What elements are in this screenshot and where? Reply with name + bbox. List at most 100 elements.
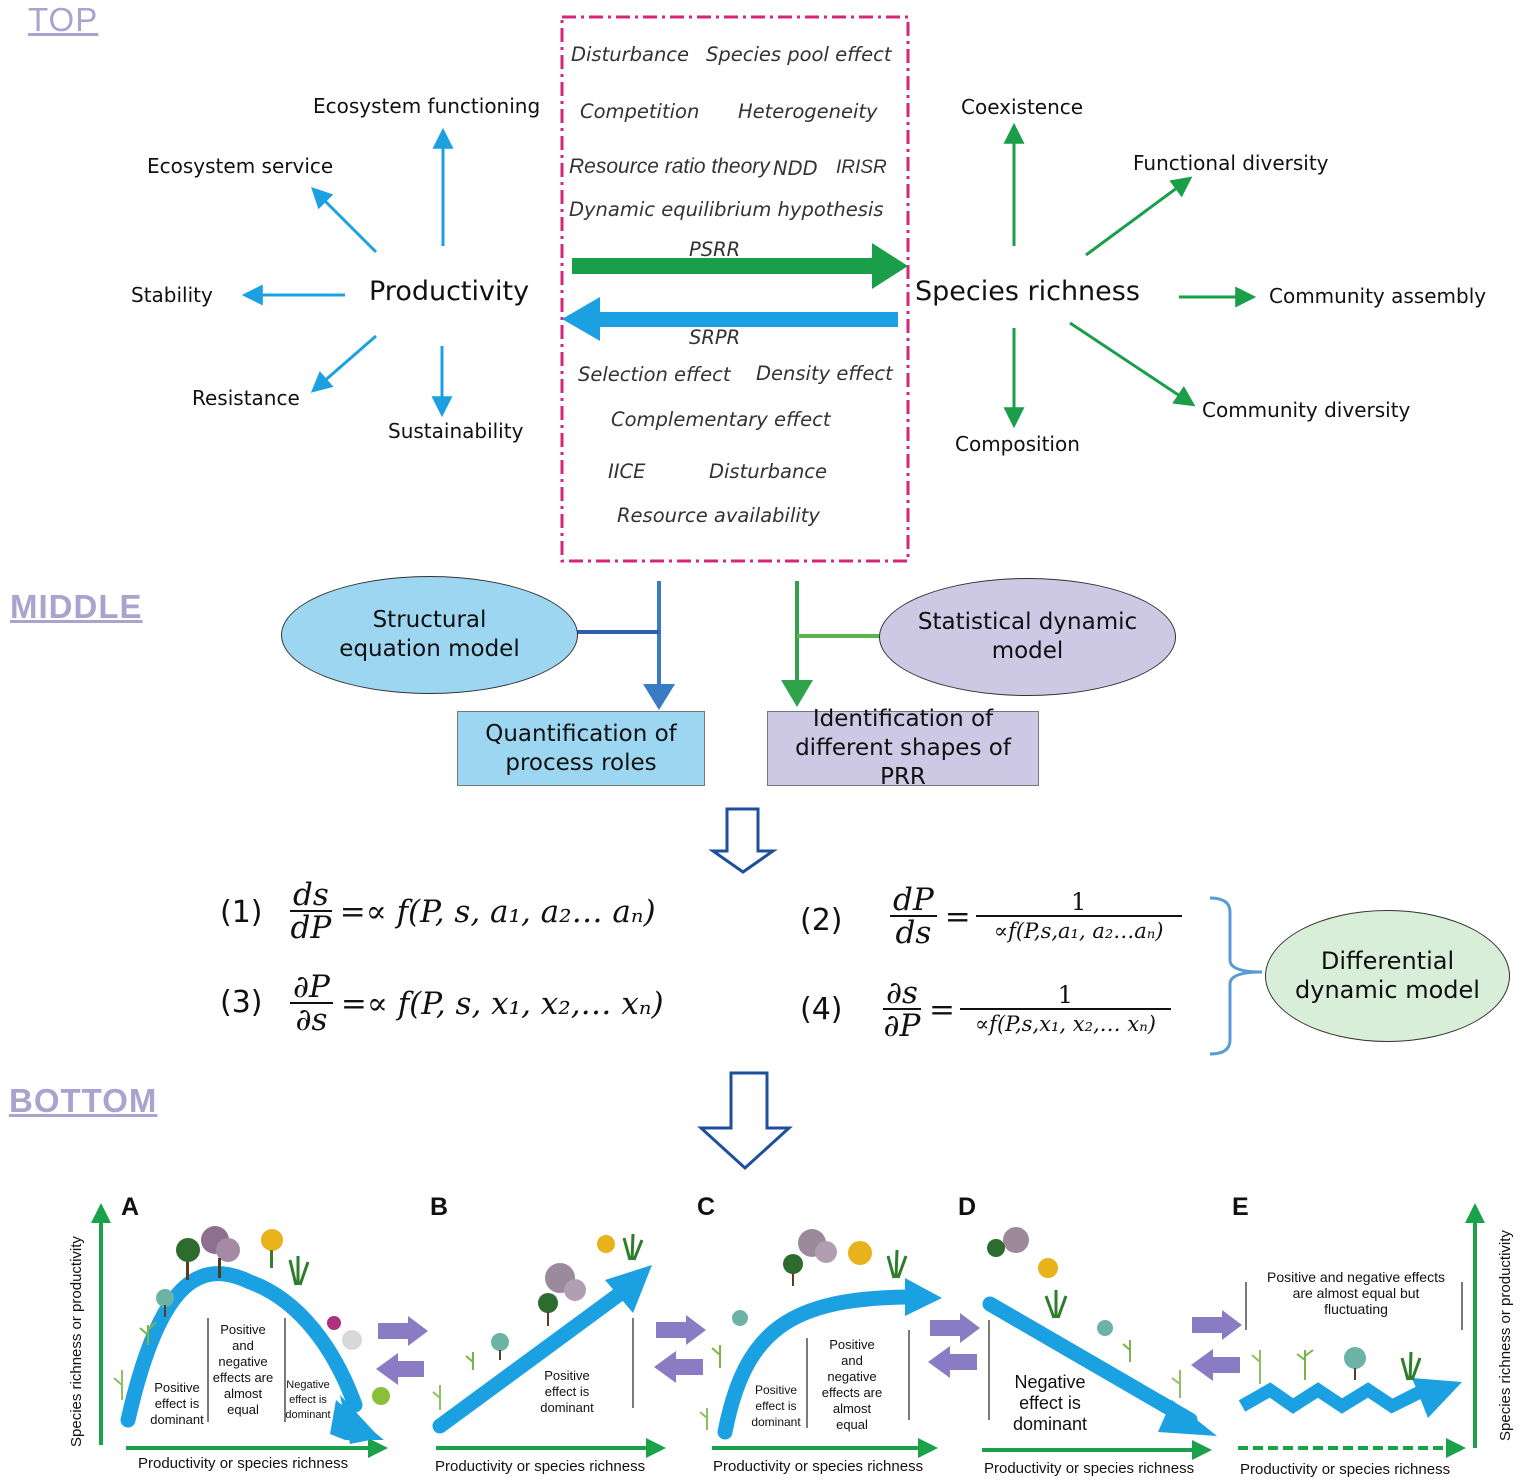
panel-d-negative-text: Negative effect is dominant [1012, 1372, 1088, 1434]
panel-e-graphics [1238, 1203, 1485, 1458]
hollow-down-arrow-1 [708, 807, 778, 874]
equation-3: ∂P∂s =∝ f(P, s, x₁, x₂,… xₙ) [290, 972, 664, 1036]
plant-grass-icon [288, 1256, 310, 1286]
sem-ellipse: Structural equation model [281, 576, 578, 694]
outcome-resistance: Resistance [192, 386, 300, 410]
panel-d-x-label: Productivity or species richness [984, 1460, 1195, 1477]
mechanism-ndd: NDD [773, 157, 818, 180]
plant-flower-icon [327, 1316, 341, 1330]
eq1-denominator: dP [290, 910, 332, 946]
exchange-arrows [376, 1310, 1242, 1385]
outcome-community-assembly: Community assembly [1269, 284, 1487, 308]
exchange-right-bc [656, 1315, 706, 1345]
plant-tree-icon [156, 1289, 174, 1317]
exchange-right-de [1192, 1310, 1242, 1340]
plant-sprout-icon [711, 1345, 721, 1368]
plant-grass-icon [622, 1233, 644, 1261]
panel-e-fluctuating-text: Positive and negative effects are almost… [1267, 1269, 1445, 1317]
plant-tree-icon [342, 1330, 362, 1350]
plant-flower-icon [848, 1241, 872, 1265]
plant-shrub-icon [201, 1226, 240, 1278]
productivity-arrows [241, 127, 454, 418]
eq4-numerator: ∂s [883, 978, 921, 1010]
sdm-ellipse: Statistical dynamic model [879, 578, 1176, 696]
eq3-denominator: ∂s [295, 1002, 328, 1038]
mechanism-complementary-effect: Complementary effect [611, 408, 831, 431]
eq4-rhs-denominator: ∝f(P,s,x₁, x₂,… xₙ) [974, 1012, 1156, 1036]
equation-1-number: (1) [220, 895, 263, 930]
eq2-denominator: ds [895, 915, 932, 951]
panel-b-positive-text: Positive effect is dominant [540, 1368, 594, 1415]
panel-a-y-label: Species richness or productivity [68, 1236, 85, 1447]
plant-flower-icon [597, 1235, 615, 1253]
plant-shrub-icon [372, 1387, 390, 1405]
srpr-arrow [562, 297, 898, 341]
eq2-numerator: dP [890, 885, 937, 917]
plant-grass-icon [886, 1249, 908, 1279]
productivity-node: Productivity [369, 276, 530, 307]
mechanism-iice: IICE [608, 460, 646, 483]
outcome-sustainability: Sustainability [388, 419, 524, 443]
mechanism-dynamic-equilibrium: Dynamic equilibrium hypothesis [569, 198, 884, 221]
species-richness-node: Species richness [915, 276, 1140, 307]
identification-box: Identification of different shapes of PR… [767, 706, 1039, 790]
plant-sprout-icon [113, 1370, 123, 1400]
panel-d-graphics [982, 1296, 1217, 1460]
eq1-rhs: =∝ f(P, s, a₁, a₂… aₙ) [339, 894, 656, 930]
eq2-rhs-numerator: 1 [975, 889, 1182, 917]
outcome-coexistence: Coexistence [961, 95, 1084, 119]
sem-connector [576, 581, 675, 710]
outcome-functional-diversity: Functional diversity [1133, 151, 1329, 175]
plant-sprout-icon [1122, 1340, 1131, 1362]
plant-sprout-icon [432, 1385, 441, 1410]
mechanism-resource-ratio-theory: Resource ratio theory [569, 155, 770, 178]
outcome-ecosystem-service: Ecosystem service [147, 154, 334, 178]
panel-c-label: C [697, 1193, 716, 1221]
outcome-composition: Composition [955, 432, 1080, 456]
plant-tree-icon [987, 1239, 1005, 1257]
mechanism-resource-availability: Resource availability [617, 504, 820, 527]
outcome-stability: Stability [131, 283, 213, 307]
section-top-title: TOP [28, 1, 99, 38]
plant-tree-icon [783, 1254, 803, 1286]
arrow-to-functional-diversity [1085, 176, 1193, 257]
panel-b-label: B [430, 1193, 449, 1221]
exchange-left-cd [928, 1346, 977, 1378]
plant-grass-icon [1400, 1351, 1422, 1381]
panel-e-label: E [1232, 1193, 1249, 1221]
equation-4: ∂s∂P = 1∝f(P,s,x₁, x₂,… xₙ) [883, 978, 1176, 1042]
mechanism-competition: Competition [580, 100, 700, 123]
mechanism-species-pool-effect: Species pool effect [706, 43, 892, 66]
panel-b-x-label: Productivity or species richness [435, 1458, 646, 1475]
psrr-arrow [572, 243, 908, 289]
plant-tree-icon [538, 1293, 558, 1326]
equation-brace [1209, 896, 1263, 1056]
hollow-down-arrow-2 [697, 1071, 793, 1171]
panel-c-equal-text: Positive and negative effects are almost… [821, 1337, 883, 1432]
plant-grass-icon [1044, 1290, 1068, 1319]
equation-2-number: (2) [800, 903, 843, 938]
quantification-box: Quantification of process roles [457, 711, 705, 786]
mechanism-irisr: IRISR [836, 157, 887, 178]
plant-sprout-icon [699, 1408, 708, 1430]
mechanism-selection-effect: Selection effect [578, 363, 731, 386]
richness-arrows [1003, 122, 1257, 429]
sdm-connector [781, 581, 880, 707]
mechanism-heterogeneity: Heterogeneity [738, 100, 878, 123]
plant-tree-icon [732, 1310, 748, 1326]
plant-sprout-icon [465, 1352, 474, 1370]
plant-sprout-icon [139, 1321, 157, 1345]
arrow-to-resistance [310, 334, 377, 393]
panel-a-equal-text: Positive and negative effects are almost… [212, 1322, 274, 1417]
plant-flower-icon [261, 1229, 283, 1268]
exchange-left-de [1191, 1349, 1240, 1381]
eq4-denominator: ∂P [883, 1008, 921, 1044]
outcome-ecosystem-functioning: Ecosystem functioning [313, 94, 541, 118]
eq3-rhs: =∝ f(P, s, x₁, x₂,… xₙ) [340, 986, 664, 1022]
panel-c-positive-text: Positive effect is dominant [751, 1383, 801, 1429]
plant-shrub-icon [1003, 1227, 1029, 1253]
plant-tree-icon [491, 1333, 509, 1360]
panel-e-y-label: Species richness or productivity [1497, 1230, 1514, 1441]
